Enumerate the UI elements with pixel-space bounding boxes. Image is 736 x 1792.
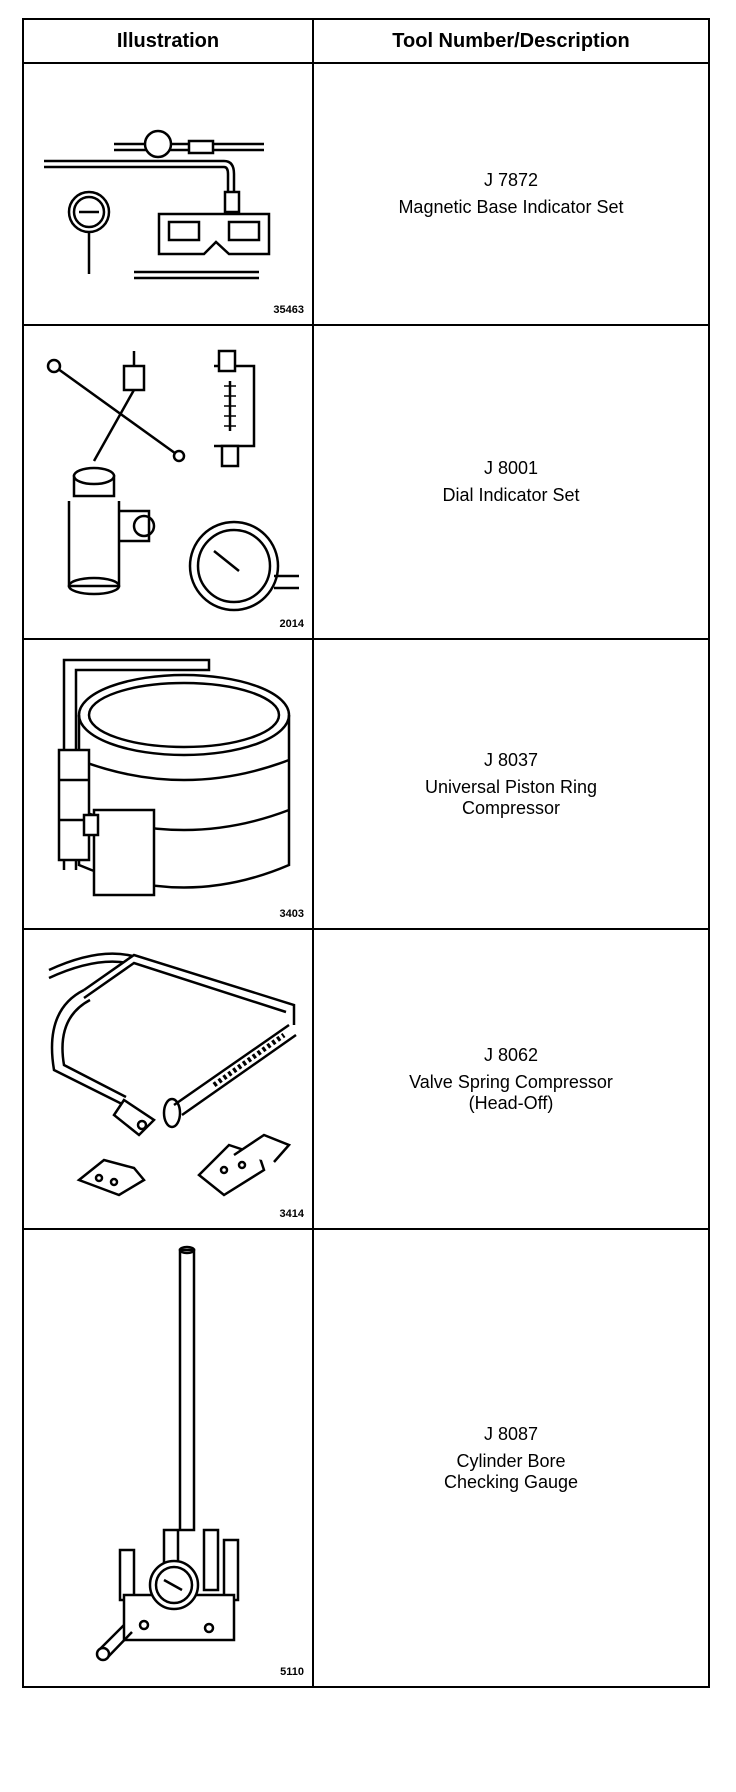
- tool-name-line: Magnetic Base Indicator Set: [398, 197, 624, 217]
- figure-number: 5110: [280, 1666, 304, 1678]
- tool-description-cell: J 8037 Universal Piston Ring Compressor: [314, 640, 708, 928]
- tool-name-line: Dial Indicator Set: [442, 485, 580, 505]
- header-tool-number: Tool Number/Description: [392, 30, 630, 52]
- tool-number: J 8001: [483, 458, 539, 478]
- table-row: 35463 J 7872 Magnetic Base Indicator Set: [24, 64, 708, 326]
- tool-name-line: (Head-Off): [468, 1092, 554, 1113]
- tool-name-line: Universal Piston Ring: [424, 776, 598, 797]
- tool-description-cell: J 8001 Dial Indicator Set: [314, 326, 708, 638]
- figure-number: 3414: [279, 1208, 304, 1220]
- figure-number: 3403: [279, 908, 304, 920]
- tool-number: J 7872: [483, 170, 539, 190]
- figure-number: 2014: [279, 618, 304, 630]
- tool-name-line: Cylinder Bore: [456, 1450, 566, 1471]
- tool-name-line: Valve Spring Compressor: [409, 1071, 613, 1092]
- illustration-valve-spring-compressor: 3414: [24, 930, 312, 1228]
- column-divider: [312, 20, 314, 1686]
- illustration-piston-ring-compressor: 3403: [24, 640, 312, 928]
- tool-number: J 8062: [483, 1044, 539, 1065]
- tool-number: J 8037: [483, 749, 539, 770]
- tool-number: J 8087: [483, 1423, 539, 1444]
- tool-name-line: Checking Gauge: [443, 1471, 579, 1492]
- table-row: 3403 J 8037 Universal Piston Ring Compre…: [24, 640, 708, 930]
- header-illustration: Illustration: [116, 30, 220, 52]
- tool-description-cell: J 8087 Cylinder Bore Checking Gauge: [314, 1230, 708, 1686]
- table-row: 3414 J 8062 Valve Spring Compressor (Hea…: [24, 930, 708, 1230]
- table-header: Illustration Tool Number/Description: [24, 20, 708, 64]
- figure-number: 35463: [273, 304, 304, 316]
- illustration-cylinder-bore-gauge: 5110: [24, 1230, 312, 1686]
- tool-table: Illustration Tool Number/Description: [22, 18, 710, 1688]
- tool-description-cell: J 7872 Magnetic Base Indicator Set: [314, 64, 708, 324]
- table-row: 5110 J 8087 Cylinder Bore Checking Gauge: [24, 1230, 708, 1686]
- illustration-magnetic-base-indicator: 35463: [24, 64, 312, 324]
- illustration-dial-indicator-set: 2014: [24, 326, 312, 638]
- tool-description-cell: J 8062 Valve Spring Compressor (Head-Off…: [314, 930, 708, 1228]
- table-row: 2014 J 8001 Dial Indicator Set: [24, 326, 708, 640]
- tool-name-line: Compressor: [461, 797, 561, 818]
